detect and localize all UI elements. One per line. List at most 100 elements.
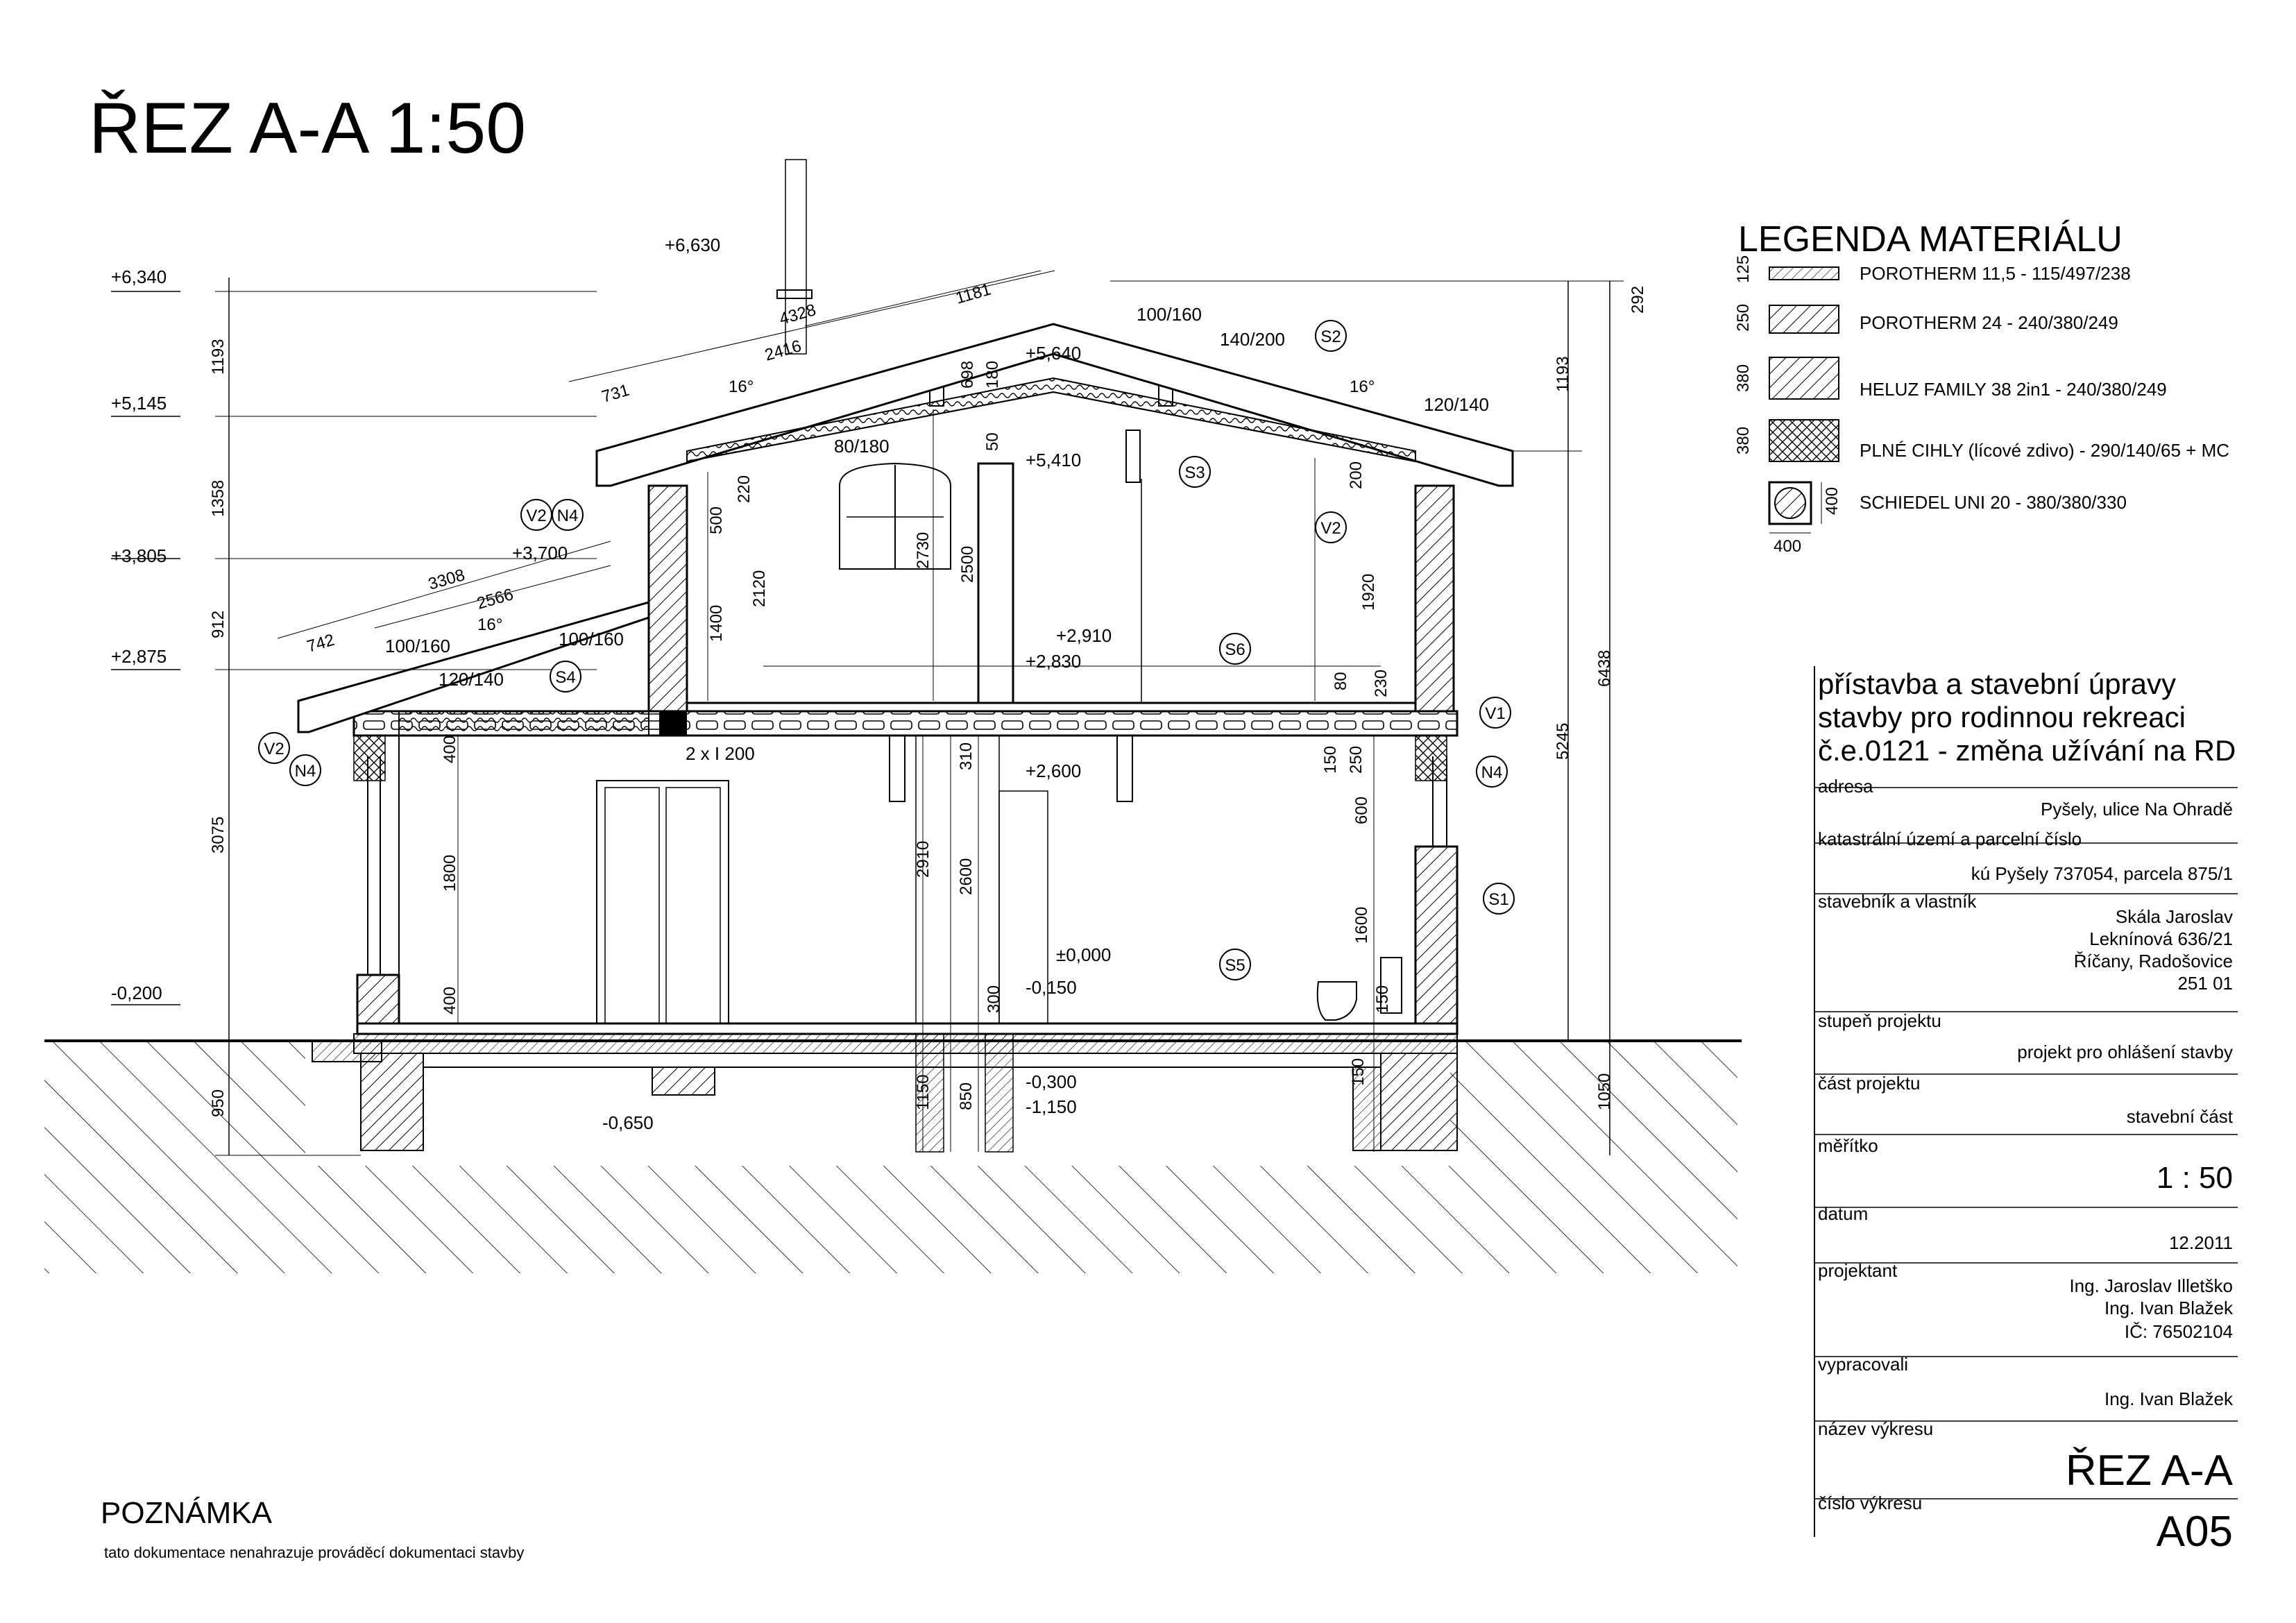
dim-2600: 2600 [957, 858, 976, 895]
dim-1150: 1150 [914, 1074, 933, 1110]
label-vypracovali: vypracovali [1818, 1354, 1908, 1375]
svg-text:250: 250 [1734, 304, 1753, 332]
value-projektant-1: Ing. Jaroslav Illetško [2069, 1275, 2233, 1296]
elev-2600: +2,600 [1026, 760, 1081, 781]
dim-2120: 2120 [750, 570, 769, 607]
tag-s3: S3 [1179, 456, 1211, 488]
elev-0000: ±0,000 [1056, 944, 1111, 965]
svg-text:POROTHERM 24 - 240/380/249: POROTHERM 24 - 240/380/249 [1860, 312, 2118, 333]
title-block: přístavba a stavební úpravy stavby pro r… [1814, 666, 2238, 1556]
dim-1600: 1600 [1352, 907, 1371, 944]
legend-item-heluz-family: 380 HELUZ FAMILY 38 2in1 - 240/380/249 [1734, 357, 2167, 400]
tag-n4-b: N4 [289, 754, 321, 786]
elev-5410: +5,410 [1026, 450, 1081, 470]
elev-3805: +3,805 [111, 545, 167, 566]
tag-v2-a: V2 [520, 499, 552, 531]
dim-1193-right: 1193 [1554, 356, 1572, 392]
dim-230: 230 [1372, 670, 1391, 697]
upper-floor [647, 381, 1455, 713]
dim-1800: 1800 [441, 855, 459, 892]
interior-dimension-lines [277, 270, 1381, 1152]
svg-text:V2: V2 [526, 507, 546, 525]
svg-text:PLNÉ CIHLY (lícové zdivo) - 29: PLNÉ CIHLY (lícové zdivo) - 290/140/65 +… [1860, 440, 2229, 461]
label-katastr: katastrální území a parcelní číslo [1818, 829, 2082, 849]
dim-950-left: 950 [209, 1089, 228, 1117]
beam-120-140-b: 120/140 [439, 669, 504, 690]
svg-text:V2: V2 [1320, 519, 1341, 538]
legend-item-plne-cihly: 380 PLNÉ CIHLY (lícové zdivo) - 290/140/… [1734, 419, 2229, 462]
dim-1920: 1920 [1359, 574, 1378, 611]
label-datum: datum [1818, 1203, 1868, 1224]
dim-1050-right: 1050 [1595, 1073, 1614, 1110]
elev-ridge: +6,630 [665, 235, 720, 255]
legend-item-schiedel: 400 400 SCHIEDEL UNI 20 - 380/380/330 [1768, 481, 2127, 556]
tag-n4-a: N4 [552, 499, 584, 531]
elev-5640: +5,640 [1026, 343, 1081, 364]
svg-text:POROTHERM 11,5 - 115/497/238: POROTHERM 11,5 - 115/497/238 [1860, 263, 2131, 284]
dim-300: 300 [985, 985, 1003, 1013]
value-stavebnik-1: Skála Jaroslav [2116, 906, 2233, 927]
beam-100-160-c: 100/160 [559, 629, 624, 649]
value-projektant-2: Ing. Ivan Blažek [2104, 1298, 2234, 1318]
tag-s5: S5 [1219, 949, 1251, 980]
component-tags: S2 S3 V2 N4 V2 N4 S4 V2 N4 S6 V1 N4 S1 S… [258, 320, 1515, 980]
drawing-title: ŘEZ A-A 1:50 [89, 88, 526, 169]
value-katastr: kú Pyšely 737054, parcela 875/1 [1971, 863, 2233, 884]
svg-text:400: 400 [1823, 487, 1842, 515]
label-adresa: adresa [1818, 776, 1873, 797]
dim-80: 80 [1332, 672, 1350, 690]
value-stavebnik-3: Říčany, Radošovice [2074, 951, 2233, 971]
svg-text:S3: S3 [1184, 464, 1205, 482]
svg-text:N4: N4 [1481, 763, 1503, 782]
dim-50: 50 [983, 432, 1002, 451]
angle-16-c: 16° [477, 615, 502, 634]
project-line-1: přístavba a stavební úpravy [1818, 668, 2176, 700]
legend-item-porotherm-115: 125 POROTHERM 11,5 - 115/497/238 [1734, 255, 2131, 284]
foundations [312, 1033, 1458, 1153]
dim-912-left: 912 [209, 611, 228, 638]
angle-16-b: 16° [1350, 377, 1375, 396]
dim-180: 180 [983, 361, 1002, 389]
value-projektant-3: IČ: 76502104 [2125, 1321, 2233, 1342]
svg-text:125: 125 [1734, 255, 1753, 283]
dim-850: 850 [957, 1082, 976, 1110]
dim-250: 250 [1347, 746, 1366, 774]
dim-1400: 1400 [707, 605, 726, 642]
legend-title: LEGENDA MATERIÁLU [1738, 219, 2123, 260]
dim-292-right: 292 [1629, 286, 1647, 314]
dim-400-a: 400 [441, 736, 459, 763]
svg-text:N4: N4 [557, 507, 579, 525]
dim-698: 698 [958, 361, 977, 389]
label-meritko: měřítko [1818, 1135, 1878, 1156]
elev-6340: +6,340 [111, 266, 167, 287]
dim-2416: 2416 [763, 337, 803, 365]
tag-v2-b: V2 [1315, 511, 1347, 543]
dim-3308: 3308 [426, 566, 467, 594]
dim-6438-right: 6438 [1595, 650, 1614, 687]
value-stavebnik-4: 251 01 [2177, 973, 2233, 994]
lean-to-roof [297, 601, 650, 736]
value-nazev: ŘEZ A-A [2066, 1447, 2234, 1495]
value-stavebnik-2: Leknínová 636/21 [2089, 928, 2233, 949]
svg-text:S5: S5 [1225, 956, 1245, 975]
dim-5245-right: 5245 [1554, 723, 1572, 760]
elevation-marks-right [1110, 280, 1624, 1155]
drawing-labels: +6,630 +5,640 +5,410 +3,700 +2,910 +2,83… [305, 235, 1647, 1133]
material-legend: LEGENDA MATERIÁLU 125 POROTHERM 11,5 - 1… [1734, 219, 2229, 556]
main-roof [595, 159, 1514, 487]
elev-2875: +2,875 [111, 646, 167, 667]
svg-text:V1: V1 [1485, 704, 1505, 723]
svg-text:V2: V2 [264, 740, 284, 758]
project-line-3: č.e.0121 - změna užívání na RD [1818, 734, 2236, 767]
legend-item-porotherm-24: 250 POROTHERM 24 - 240/380/249 [1734, 304, 2118, 334]
dim-150-a: 150 [1321, 746, 1340, 774]
tag-n4-c: N4 [1476, 756, 1508, 788]
note: POZNÁMKA tato dokumentace nenahrazuje pr… [101, 1496, 524, 1561]
svg-text:N4: N4 [295, 762, 316, 781]
elev-m0650: -0,650 [602, 1112, 654, 1133]
elev-2830: +2,830 [1026, 651, 1081, 672]
svg-text:S6: S6 [1225, 640, 1245, 659]
beam-80-180: 80/180 [834, 436, 890, 457]
elevation-labels-left: +6,340 +5,145 +3,805 +2,875 -0,200 1193 … [111, 266, 228, 1117]
